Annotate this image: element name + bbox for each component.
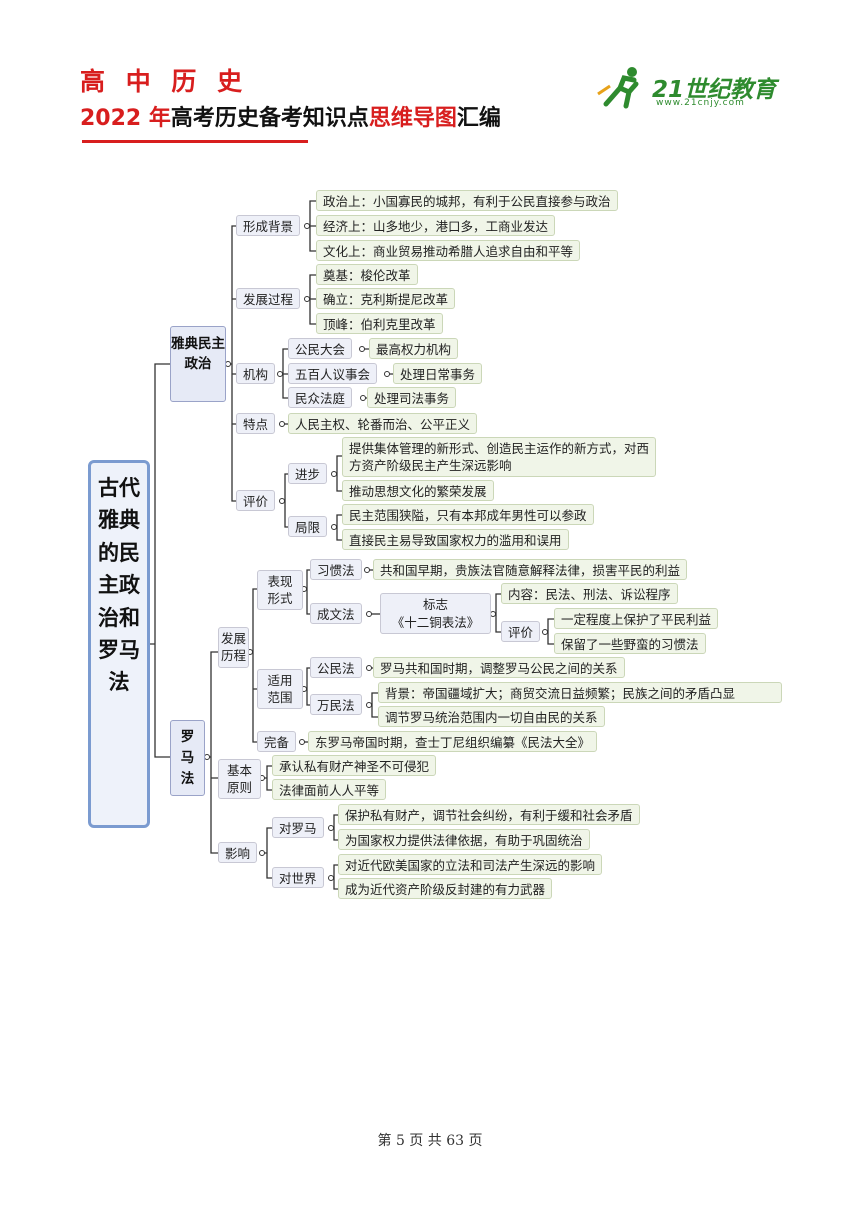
principle-property: 承认私有财产神圣不可侵犯 bbox=[272, 755, 437, 776]
forms-written-node: 成文法 bbox=[310, 603, 362, 624]
header-underline bbox=[82, 140, 308, 143]
history-complete-node: 完备 bbox=[257, 731, 297, 752]
background-economy: 经济上：山多地少，港口多，工商业发达 bbox=[316, 215, 556, 236]
twelve-tables-name: 《十二铜表法》 bbox=[391, 615, 480, 630]
logo-text: 21世纪教育 bbox=[652, 77, 777, 103]
customary-law-text: 共和国早期，贵族法官随意解释法律，损害平民的利益 bbox=[373, 559, 688, 580]
athens-process-node: 发展过程 bbox=[236, 288, 301, 309]
gentium-relations: 调节罗马统治范围内一切自由民的关系 bbox=[378, 706, 605, 727]
civil-law-text: 罗马共和国时期，调整罗马公民之间的关系 bbox=[373, 657, 625, 678]
history-scope-node: 适用范围 bbox=[257, 669, 303, 709]
twelve-tables-node: 标志 《十二铜表法》 bbox=[380, 593, 491, 634]
influence-world-2: 成为近代资产阶级反封建的有力武器 bbox=[338, 878, 553, 899]
institution-court: 民众法庭 bbox=[288, 387, 353, 408]
evaluation-limits-node: 局限 bbox=[288, 516, 328, 537]
page-number: 第 5 页 共 63 页 bbox=[377, 1133, 483, 1149]
process-peak: 顶峰：伯利克里改革 bbox=[316, 313, 443, 334]
rome-history-node: 发展历程 bbox=[218, 627, 249, 668]
rome-branch: 罗马法 bbox=[170, 720, 205, 796]
limits-item-1: 民主范围狭隘，只有本邦成年男性可以参政 bbox=[342, 504, 594, 525]
title-main: 高考历史备考知识点 bbox=[170, 106, 369, 131]
scope-gentium-node: 万民法 bbox=[310, 694, 362, 715]
institution-court-role: 处理司法事务 bbox=[367, 387, 457, 408]
logo-url: www.21cnjy.com bbox=[656, 98, 745, 108]
influence-world-node: 对世界 bbox=[272, 867, 324, 888]
progress-item-1: 提供集体管理的新形式、创造民主运作的新方式，对西方资产阶级民主产生深远影响 bbox=[342, 437, 656, 477]
athens-features-node: 特点 bbox=[236, 413, 276, 434]
scope-civil-node: 公民法 bbox=[310, 657, 362, 678]
title-end: 汇编 bbox=[456, 106, 501, 131]
twelve-tables-eval-node: 评价 bbox=[501, 621, 541, 642]
document-title: 2022 年高考历史备考知识点思维导图汇编 bbox=[80, 100, 501, 132]
evaluation-progress-node: 进步 bbox=[288, 463, 328, 484]
influence-rome-1: 保护私有财产，调节社会纠纷，有利于缓和社会矛盾 bbox=[338, 804, 640, 825]
influence-rome-node: 对罗马 bbox=[272, 817, 324, 838]
runner-icon bbox=[597, 67, 639, 109]
principle-equality: 法律面前人人平等 bbox=[272, 779, 387, 800]
influence-rome-2: 为国家权力提供法律依据，有助于巩固统治 bbox=[338, 829, 590, 850]
institution-assembly: 公民大会 bbox=[288, 338, 353, 359]
institution-council-role: 处理日常事务 bbox=[393, 363, 483, 384]
background-culture: 文化上：商业贸易推动希腊人追求自由和平等 bbox=[316, 240, 581, 261]
title-highlight: 思维导图 bbox=[368, 106, 457, 131]
athens-branch: 雅典民主政治 bbox=[170, 326, 226, 402]
process-establishment: 确立：克利斯提尼改革 bbox=[316, 288, 456, 309]
twelve-tables-label: 标志 bbox=[422, 597, 448, 612]
gentium-background: 背景：帝国疆域扩大；商贸交流日益频繁；民族之间的矛盾凸显 bbox=[378, 682, 782, 703]
twelve-tables-content: 内容：民法、刑法、诉讼程序 bbox=[501, 583, 678, 604]
athens-background-node: 形成背景 bbox=[236, 215, 301, 236]
influence-world-1: 对近代欧美国家的立法和司法产生深远的影响 bbox=[338, 854, 603, 875]
mindmap-root: 古代雅典的民主政治和罗马法 bbox=[88, 460, 150, 828]
athens-institutions-node: 机构 bbox=[236, 363, 276, 384]
twelve-tables-eval-2: 保留了一些野蛮的习惯法 bbox=[554, 633, 706, 654]
history-forms-node: 表现形式 bbox=[257, 570, 303, 610]
institution-council: 五百人议事会 bbox=[288, 363, 378, 384]
athens-features-text: 人民主权、轮番而治、公平正义 bbox=[288, 413, 478, 434]
corpus-juris-text: 东罗马帝国时期，查士丁尼组织编纂《民法大全》 bbox=[308, 731, 598, 752]
logo: 21世纪教育 www.21cnjy.com bbox=[596, 64, 776, 114]
rome-principles-node: 基本原则 bbox=[218, 759, 261, 799]
process-foundation: 奠基：梭伦改革 bbox=[316, 264, 418, 285]
subject-title: 高 中 历 史 bbox=[80, 67, 249, 96]
twelve-tables-eval-1: 一定程度上保护了平民利益 bbox=[554, 608, 719, 629]
background-politics: 政治上：小国寡民的城邦，有利于公民直接参与政治 bbox=[316, 190, 618, 211]
institution-assembly-role: 最高权力机构 bbox=[369, 338, 459, 359]
title-year: 2022 年 bbox=[80, 106, 171, 131]
rome-influence-node: 影响 bbox=[218, 842, 258, 863]
athens-evaluation-node: 评价 bbox=[236, 490, 276, 511]
progress-item-2: 推动思想文化的繁荣发展 bbox=[342, 480, 494, 501]
forms-customary-node: 习惯法 bbox=[310, 559, 362, 580]
limits-item-2: 直接民主易导致国家权力的滥用和误用 bbox=[342, 529, 569, 550]
